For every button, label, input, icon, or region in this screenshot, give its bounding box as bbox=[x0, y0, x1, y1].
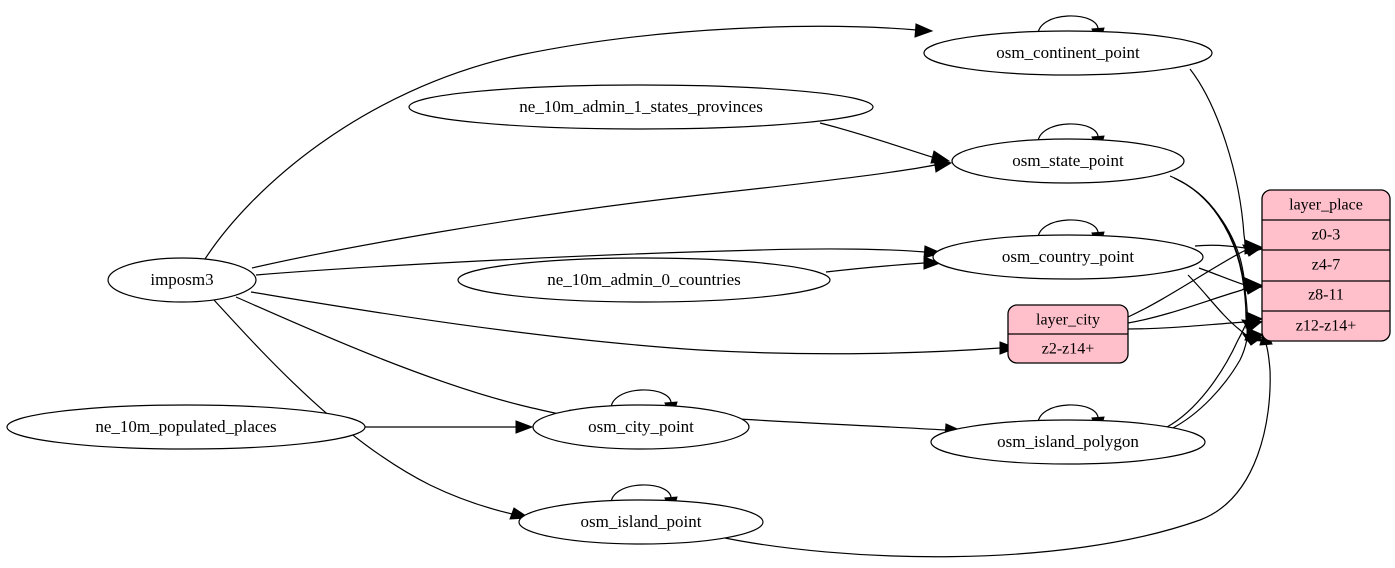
arrowhead bbox=[930, 150, 951, 164]
edge-osm_country_point-to-layer_place-z12-z14 bbox=[1187, 274, 1247, 336]
record-row-z0-3[interactable]: z0-3 bbox=[1312, 227, 1340, 244]
edge-osm_city_point-to-osm_island_polygon bbox=[739, 418, 946, 431]
node-ne_10m_populated_places[interactable]: ne_10m_populated_places bbox=[6, 404, 366, 450]
self-loop-osm_state_point bbox=[1037, 123, 1099, 146]
arrowhead bbox=[1240, 319, 1263, 332]
record-row-z8-11[interactable]: z8-11 bbox=[1308, 287, 1344, 304]
arrowhead bbox=[923, 245, 943, 259]
edge-layer bbox=[204, 23, 1273, 558]
node-label: osm_city_point bbox=[588, 417, 694, 436]
node-label: osm_island_polygon bbox=[997, 432, 1139, 451]
record-title: layer_place bbox=[1289, 197, 1363, 214]
node-shape[interactable] bbox=[518, 499, 764, 545]
edge-imposm3-to-osm_city_point bbox=[235, 296, 569, 417]
edge-osm_island_point-to-layer_place-z12-z14 bbox=[719, 343, 1271, 558]
node-layer_place[interactable]: layer_place z0-3 z4-7 z8-11 z12-z14+ bbox=[1261, 189, 1391, 342]
node-shape[interactable] bbox=[930, 419, 1206, 465]
edge-osm_country_point-to-layer_place-z0-3 bbox=[1194, 244, 1246, 249]
edge-layer_city-to-layer_place-z4-7 bbox=[1127, 287, 1247, 324]
self-loop-osm_city_point bbox=[610, 389, 672, 412]
record-body[interactable] bbox=[1261, 189, 1391, 342]
edge-imposm3-to-osm_state_point bbox=[251, 164, 936, 269]
node-label: ne_10m_admin_0_countries bbox=[547, 270, 741, 289]
self-loop-osm_island_point bbox=[610, 484, 672, 507]
edge-imposm3-to-osm_country_point bbox=[255, 248, 926, 276]
edge-osm_island_polygon-to-layer_place-z12-z14 bbox=[1170, 338, 1248, 430]
node-osm_state_point[interactable]: osm_state_point bbox=[951, 138, 1185, 184]
node-label: imposm3 bbox=[150, 270, 213, 289]
edge-imposm3-to-osm_continent_point bbox=[204, 25, 918, 260]
node-label: osm_state_point bbox=[1012, 151, 1124, 170]
node-label: osm_country_point bbox=[1002, 247, 1134, 266]
node-osm_city_point[interactable]: osm_city_point bbox=[532, 404, 750, 450]
arrowhead bbox=[1243, 282, 1264, 295]
edge-osm_island_polygon-to-layer_place-z8-11 bbox=[1166, 323, 1247, 428]
node-imposm3[interactable]: imposm3 bbox=[107, 257, 257, 303]
node-ne_10m_admin_1_states_provinces[interactable]: ne_10m_admin_1_states_provinces bbox=[408, 84, 874, 130]
self-loop-osm_continent_point bbox=[1037, 15, 1099, 38]
node-shape[interactable] bbox=[408, 84, 874, 130]
node-osm_country_point[interactable]: osm_country_point bbox=[932, 234, 1204, 280]
record-node-layer: layer_place z0-3 z4-7 z8-11 z12-z14+ lay… bbox=[1007, 189, 1391, 364]
node-osm_island_point[interactable]: osm_island_point bbox=[518, 499, 764, 545]
node-layer: imposm3 ne_10m_populated_places ne_10m_a… bbox=[6, 30, 1213, 545]
edge-imposm3-to-layer_city bbox=[250, 291, 1001, 355]
node-shape[interactable] bbox=[457, 257, 831, 303]
node-label: ne_10m_admin_1_states_provinces bbox=[519, 97, 763, 116]
record-row-z4-7[interactable]: z4-7 bbox=[1312, 257, 1340, 274]
node-ne_10m_admin_0_countries[interactable]: ne_10m_admin_0_countries bbox=[457, 257, 831, 303]
node-layer_city[interactable]: layer_city z2-z14+ bbox=[1007, 304, 1129, 364]
self-loop-osm_country_point bbox=[1037, 219, 1099, 242]
node-label: osm_continent_point bbox=[996, 43, 1140, 62]
node-shape[interactable] bbox=[923, 30, 1213, 76]
node-osm_continent_point[interactable]: osm_continent_point bbox=[923, 30, 1213, 76]
node-shape[interactable] bbox=[107, 257, 257, 303]
arrowhead bbox=[923, 256, 942, 270]
node-shape[interactable] bbox=[932, 234, 1204, 280]
self-loop-osm_island_polygon bbox=[1037, 404, 1099, 427]
node-osm_island_polygon[interactable]: osm_island_polygon bbox=[930, 419, 1206, 465]
edge-layer_city-to-layer_place-z0-3 bbox=[1127, 249, 1247, 318]
edge-ne_countries-to-osm_country_point bbox=[825, 262, 925, 273]
node-label: osm_island_point bbox=[581, 512, 702, 531]
edge-ne_states-to-osm_state_point bbox=[819, 122, 933, 158]
record-row-z12-z14[interactable]: z12-z14+ bbox=[1296, 318, 1357, 335]
record-row-z2-z14[interactable]: z2-z14+ bbox=[1042, 341, 1095, 358]
arrowhead bbox=[914, 23, 934, 38]
node-shape[interactable] bbox=[951, 138, 1185, 184]
arrowhead bbox=[1241, 333, 1264, 346]
arrowhead bbox=[1242, 244, 1263, 257]
edge-osm_continent_point-to-layer_place-z0-3 bbox=[1189, 68, 1246, 247]
arrowhead bbox=[515, 420, 534, 434]
edge-layer_city-to-layer_place-z8-11 bbox=[1127, 321, 1247, 330]
record-title: layer_city bbox=[1036, 312, 1100, 329]
edge-imposm3-to-osm_island_point bbox=[213, 299, 513, 515]
node-label: ne_10m_populated_places bbox=[95, 417, 276, 436]
edge-osm_country_point-to-layer_place-z4-7 bbox=[1198, 267, 1246, 286]
node-shape[interactable] bbox=[6, 404, 366, 450]
node-shape[interactable] bbox=[532, 404, 750, 450]
